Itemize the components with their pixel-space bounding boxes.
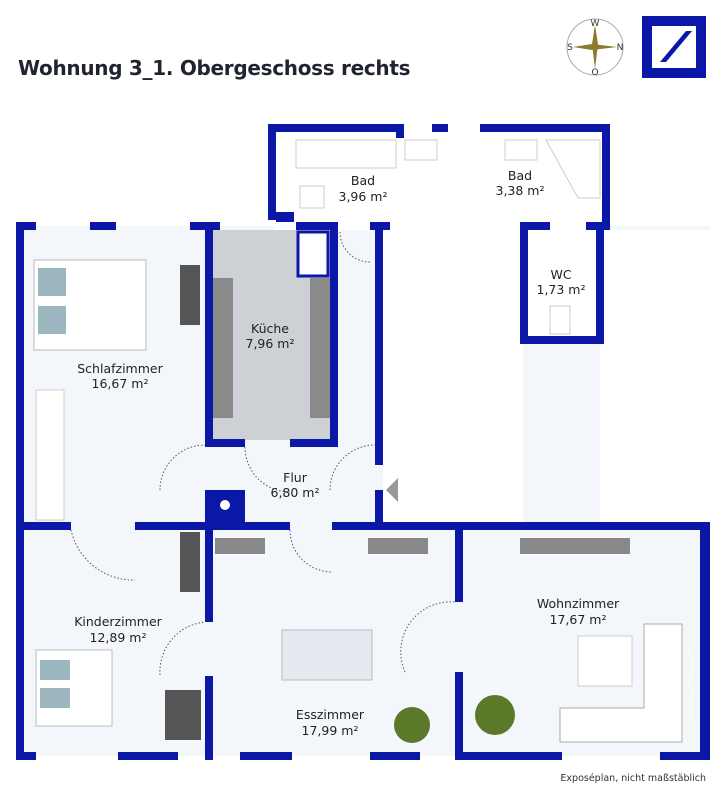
compass-s: S	[567, 43, 573, 53]
deutsche-bank-logo	[642, 16, 706, 78]
compass-o: O	[591, 68, 598, 78]
room-kueche: Küche 7,96 m²	[246, 321, 295, 351]
room-name: Küche	[251, 321, 289, 336]
room-area: 7,96 m²	[246, 336, 295, 351]
room-wohnzimmer: Wohnzimmer 17,67 m²	[537, 596, 620, 627]
room-schlafzimmer: Schlafzimmer 16,67 m²	[77, 361, 163, 391]
chimney-icon	[220, 500, 230, 510]
room-kinderzimmer: Kinderzimmer 12,89 m²	[74, 614, 162, 645]
entrance-arrow-icon	[386, 478, 398, 502]
footer-note: Exposéplan, nicht maßstäblich	[560, 773, 706, 784]
compass-icon: W N O S	[566, 18, 624, 78]
room-name: Flur	[283, 470, 308, 485]
room-area: 3,38 m²	[496, 183, 545, 198]
room-name: Kinderzimmer	[74, 614, 162, 629]
compass-n: N	[617, 43, 624, 53]
room-area: 17,67 m²	[550, 612, 607, 627]
illustration-credit: Illustration:EmmoGrafik	[688, 648, 695, 720]
furniture	[33, 139, 683, 743]
doors	[70, 231, 456, 676]
room-esszimmer: Esszimmer 17,99 m²	[296, 707, 365, 738]
room-area: 3,96 m²	[339, 189, 388, 204]
room-name: Schlafzimmer	[77, 361, 163, 376]
room-labels: Bad 3,96 m² Bad 3,38 m² WC 1,73 m² Küche…	[74, 168, 620, 738]
room-flur: Flur 6,80 m²	[271, 470, 320, 500]
compass-w: W	[591, 19, 600, 29]
room-name: WC	[550, 267, 571, 282]
room-name: Wohnzimmer	[537, 596, 620, 611]
room-name: Bad	[351, 173, 375, 188]
room-bad-1: Bad 3,96 m²	[339, 173, 388, 204]
walls	[16, 124, 710, 760]
room-name: Esszimmer	[296, 707, 365, 722]
page-title: Wohnung 3_1. Obergeschoss rechts	[18, 56, 411, 80]
room-area: 1,73 m²	[537, 282, 586, 297]
room-area: 17,99 m²	[302, 723, 359, 738]
room-area: 12,89 m²	[90, 630, 147, 645]
room-area: 6,80 m²	[271, 485, 320, 500]
room-area: 16,67 m²	[92, 376, 149, 391]
room-bad-2: Bad 3,38 m²	[496, 168, 545, 198]
room-wc: WC 1,73 m²	[537, 267, 586, 297]
room-name: Bad	[508, 168, 532, 183]
